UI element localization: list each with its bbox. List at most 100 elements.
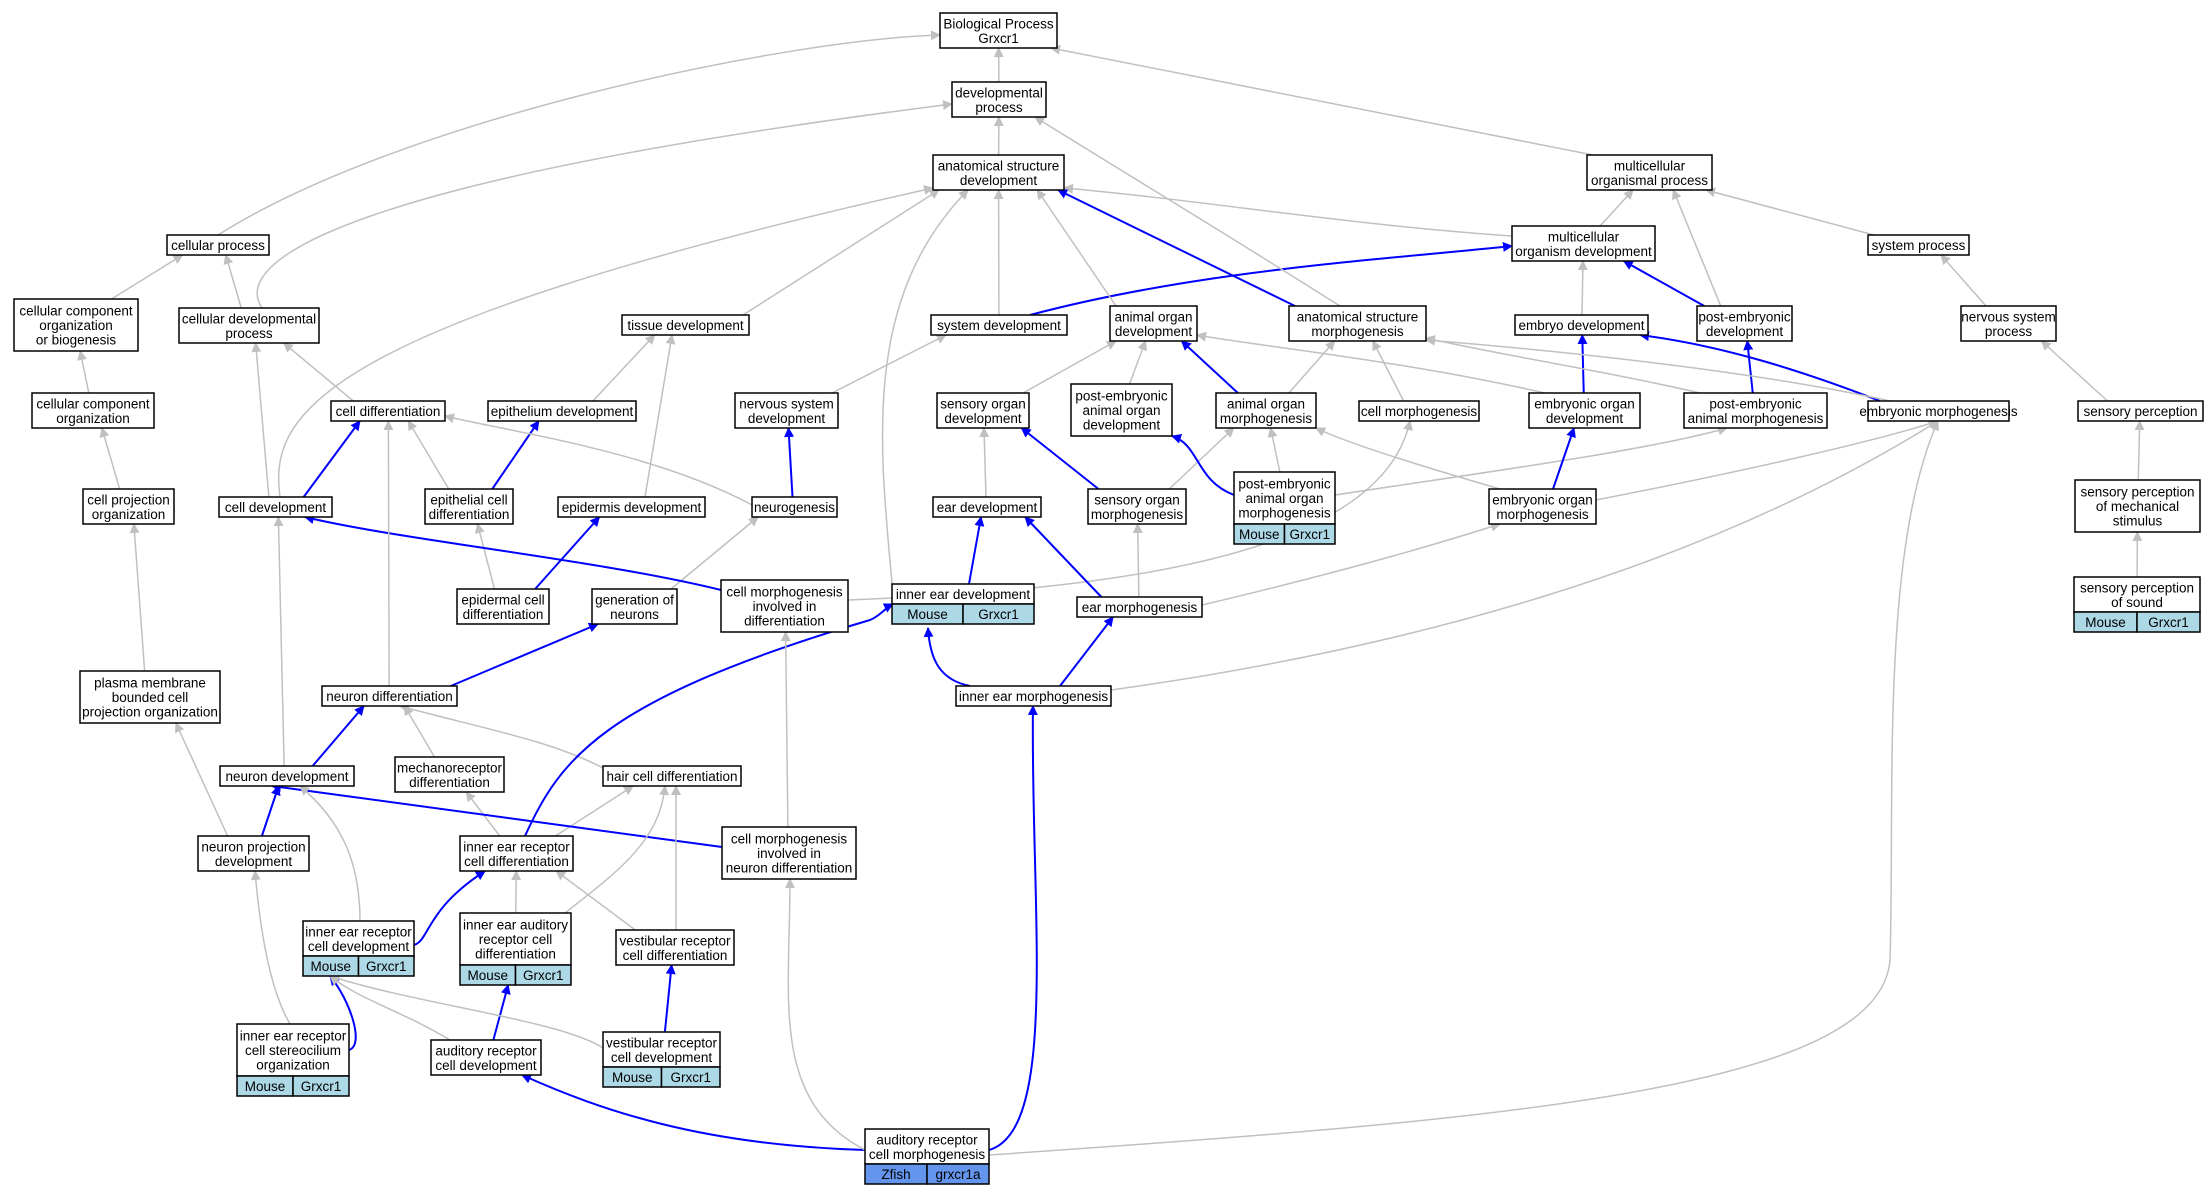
node-label-line: sensory organ [940, 396, 1026, 411]
node-sysproc[interactable]: system process [1867, 234, 1970, 256]
node-label-line: multicellular [1614, 158, 1686, 173]
node-hcd[interactable]: hair cell differentiation [602, 765, 742, 787]
node-label-line: differentiation [409, 775, 490, 790]
node-epidev[interactable]: epithelium development [487, 400, 637, 422]
node-label-line: cell morphogenesis [1361, 404, 1478, 419]
node-epiddev[interactable]: epidermis development [557, 496, 706, 518]
node-label-line: mechanoreceptor [397, 760, 503, 775]
edge-aod-to-asd [1036, 189, 1117, 307]
node-celldiff[interactable]: cell differentiation [330, 400, 446, 422]
node-box [178, 307, 320, 344]
node-box [219, 765, 355, 787]
node-neurdev[interactable]: neuron development [219, 765, 355, 787]
node-earmorph[interactable]: ear morphogenesis [1076, 596, 1203, 618]
node-celldev[interactable]: cell development [218, 496, 333, 518]
node-label-line: embryo development [1518, 318, 1644, 333]
gene-label: Grxcr1 [1290, 527, 1331, 542]
edge-eom-to-embmorph [1595, 419, 1939, 501]
node-neurogen[interactable]: neurogenesis [751, 496, 838, 518]
node-label-line: animal organ [1227, 396, 1305, 411]
node-label-line: system development [937, 318, 1061, 333]
node-iem[interactable]: inner ear morphogenesis [955, 685, 1112, 707]
edge-cellmorph-to-asm [1372, 340, 1405, 402]
node-label-line: cell development [611, 1050, 713, 1065]
node-label-line: cell differentiation [623, 948, 728, 963]
node-box [1683, 392, 1828, 429]
edge-epcd-to-epiddev [534, 516, 601, 590]
edge-spms-to-sp [2134, 420, 2145, 481]
node-embdev[interactable]: embryo development [1514, 314, 1649, 336]
node-label-line: organization [56, 411, 130, 426]
node-cellmorph[interactable]: cell morphogenesis [1358, 400, 1480, 422]
edge-cdp-to-cellproc [223, 254, 242, 309]
node-label-line: anatomical structure [1297, 309, 1419, 324]
node-label-line: epidermis development [562, 500, 702, 515]
node-label-line: organization [39, 318, 113, 333]
edge-vrcdev-to-vrcd [663, 964, 676, 1033]
node-sp[interactable]: sensory perception [2077, 400, 2204, 422]
node-neurdiff[interactable]: neuron differentiation [321, 685, 458, 707]
node-label-line: organismal process [1591, 173, 1708, 188]
edge-asm-to-asd [1057, 189, 1296, 307]
edge-peaom-to-aom [1267, 427, 1281, 473]
edge-nsp-to-sysproc [1940, 254, 1987, 307]
node-label-line: cellular process [171, 238, 265, 253]
edge-celldiff-to-cdp [282, 342, 354, 402]
node-cellproc[interactable]: cellular process [166, 234, 270, 256]
node-label-line: neuron differentiation [326, 689, 453, 704]
node-box [456, 588, 550, 625]
node-eardev[interactable]: ear development [932, 496, 1042, 518]
node-box [734, 392, 839, 429]
edge-cpo-to-cco [99, 427, 121, 490]
node-sysdev[interactable]: system development [930, 314, 1068, 336]
node-tissue[interactable]: tissue development [621, 314, 750, 336]
node-embmorph[interactable]: embryonic morphogenesis [1859, 400, 2018, 422]
node-box [932, 154, 1065, 191]
node-label-line: inner ear receptor [305, 924, 412, 939]
node-label-line: bounded cell [112, 690, 189, 705]
edge-neurdev-to-celldev [273, 516, 285, 767]
node-label-line: development [960, 173, 1038, 188]
